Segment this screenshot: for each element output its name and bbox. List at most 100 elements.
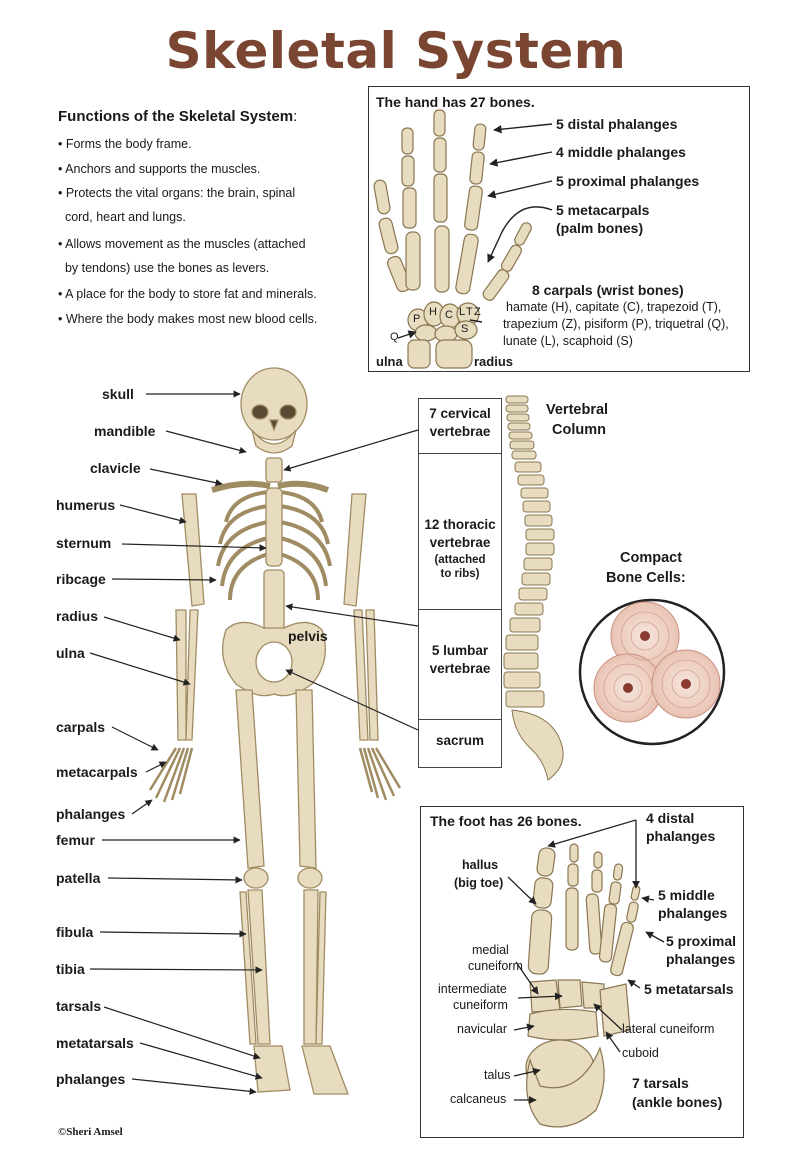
carpal-letter-h: H <box>429 306 437 318</box>
lumbar-label-2: vertebrae <box>429 661 491 676</box>
label-metacarpals: metacarpals <box>56 764 138 780</box>
hand-metacarpals-label: 5 metacarpals <box>556 202 650 218</box>
right-hand-bones <box>358 747 402 801</box>
function-item: • Forms the body frame. <box>58 137 192 151</box>
skeleton-label-arrows <box>89 390 419 1095</box>
foot-arrows <box>507 819 665 1104</box>
foot-distal-2: phalanges <box>646 828 716 844</box>
function-item: • Anchors and supports the muscles. <box>58 162 261 176</box>
thumb <box>373 179 412 293</box>
lumbar-label-1: 5 lumbar <box>431 643 489 658</box>
label-humerus: humerus <box>56 497 116 513</box>
foot-cuboid: cuboid <box>622 1046 659 1060</box>
carpal-letter-l: L <box>459 306 466 318</box>
label-patella: patella <box>56 870 101 886</box>
carpal-letter-q: Q <box>390 331 399 343</box>
hand-distal-label: 5 distal phalanges <box>556 116 678 132</box>
mandible-bone <box>251 429 297 454</box>
foot-calcaneus: calcaneus <box>450 1092 507 1106</box>
label-fibula: fibula <box>56 924 94 940</box>
function-item: • Allows movement as the muscles (attach… <box>58 237 306 251</box>
compact-title-1: Compact <box>620 550 683 566</box>
label-metatarsals: metatarsals <box>56 1035 134 1051</box>
middle-finger <box>433 109 450 293</box>
label-carpals: carpals <box>56 719 106 735</box>
ulna-bone <box>407 339 431 369</box>
foot-heading: The foot has 26 bones. <box>430 813 582 829</box>
foot-illustration <box>525 843 641 1128</box>
foot-intermediate-1: intermediate <box>438 982 507 996</box>
vertebral-title-2: Column <box>552 422 606 438</box>
femur-bone <box>235 689 265 869</box>
label-pelvis: pelvis <box>288 628 328 644</box>
lower-leg-bones <box>239 889 271 1045</box>
foot-middle-2: phalanges <box>658 905 728 921</box>
foot-talus: talus <box>484 1068 511 1082</box>
label-radius: radius <box>56 608 99 624</box>
foot-navicular: navicular <box>457 1022 508 1036</box>
functions-heading-text: Functions of the Skeletal System <box>58 108 294 125</box>
skull-bone <box>240 367 308 441</box>
carpal-letter-t: T <box>466 306 473 318</box>
carpal-letter-s: S <box>461 323 469 335</box>
hand-middle-label: 4 middle phalanges <box>556 144 686 160</box>
hand-illustration <box>373 109 532 369</box>
foot-hallux-1: hallus <box>462 858 499 872</box>
sternum-bone <box>265 487 283 567</box>
function-item: • A place for the body to store fat and … <box>58 287 317 301</box>
foot-lateral: lateral cuneiform <box>622 1022 715 1036</box>
foot-metatarsals: 5 metatarsals <box>644 981 734 997</box>
clavicle-bones <box>211 480 330 493</box>
page-title: Skeletal System <box>165 22 627 80</box>
thoracic-label-4: to ribs) <box>440 568 480 580</box>
foot-tarsals-2: (ankle bones) <box>632 1094 723 1110</box>
foot-medial-1: medial <box>472 943 509 957</box>
label-clavicle: clavicle <box>90 460 141 476</box>
carpal-bones <box>407 301 480 343</box>
vertebral-column-illustration <box>503 395 564 781</box>
patella-bone <box>243 867 269 889</box>
hand-carpals-line3: lunate (L), scaphoid (S) <box>503 334 633 348</box>
foot-tarsals-1: 7 tarsals <box>632 1075 689 1091</box>
hand-arrows <box>397 123 553 339</box>
label-ulna: ulna <box>56 645 85 661</box>
carpal-letter-z: Z <box>474 306 481 318</box>
cervical-label-2: vertebrae <box>429 424 491 439</box>
label-skull: skull <box>102 386 134 402</box>
forearm-bones <box>175 609 199 741</box>
hand-metacarpals-sub: (palm bones) <box>556 220 644 236</box>
foot-middle-1: 5 middle <box>658 887 715 903</box>
function-item: • Protects the vital organs: the brain, … <box>58 186 296 200</box>
thoracic-label-2: vertebrae <box>429 535 491 550</box>
cervical-label-1: 7 cervical <box>429 406 491 421</box>
vertebrae-label-panel: 7 cervical vertebrae 12 thoracic vertebr… <box>418 398 502 768</box>
hand-heading: The hand has 27 bones. <box>376 94 535 110</box>
ring-finger <box>455 123 487 295</box>
carpal-letter-c: C <box>445 309 453 321</box>
foot-medial-2: cuneiform <box>468 959 523 973</box>
index-finger <box>401 127 421 291</box>
function-item: by tendons) use the bones as levers. <box>58 261 270 275</box>
label-sternum: sternum <box>56 535 112 551</box>
foot-distal-1: 4 distal <box>646 810 695 826</box>
little-finger <box>482 222 532 301</box>
label-ribcage: ribcage <box>56 571 106 587</box>
hand-ulna-label: ulna <box>376 354 403 369</box>
hand-radius-label: radius <box>474 354 514 369</box>
compact-title-2: Bone Cells: <box>606 570 686 586</box>
function-item: cord, heart and lungs. <box>58 210 186 224</box>
humerus-bone <box>181 493 205 607</box>
carpal-letter-p: P <box>413 313 421 325</box>
radius-bone <box>435 339 473 369</box>
hand-carpals-line2: trapezium (Z), pisiform (P), triquetral … <box>503 317 729 331</box>
functions-heading: Functions of the Skeletal System: <box>58 108 297 125</box>
left-foot-bones <box>253 1045 291 1093</box>
thoracic-label-1: 12 thoracic <box>424 517 496 532</box>
foot-hallux-2: (big toe) <box>454 876 504 890</box>
thoracic-label-3: (attached <box>434 554 486 566</box>
hand-carpals-label: 8 carpals (wrist bones) <box>532 282 684 298</box>
compact-bone-cells <box>578 598 726 746</box>
copyright: ©Sheri Amsel <box>58 1126 123 1138</box>
hand-carpals-line1: hamate (H), capitate (C), trapezoid (T), <box>506 300 722 314</box>
